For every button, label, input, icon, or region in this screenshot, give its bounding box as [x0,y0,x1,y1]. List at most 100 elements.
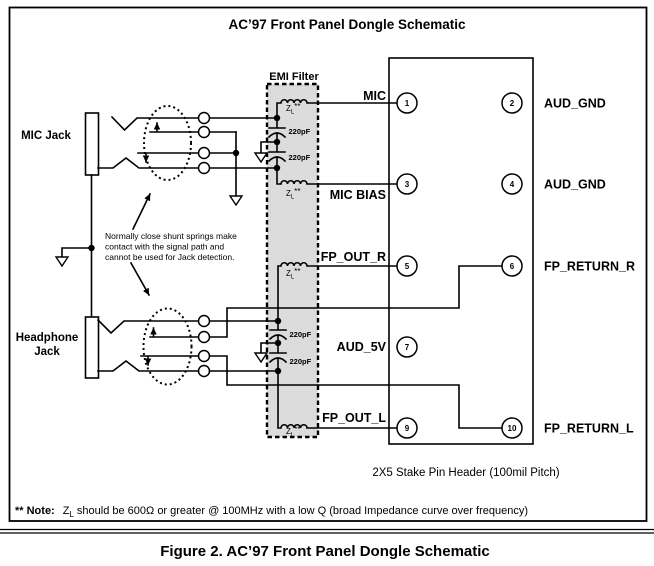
emi-filter-block: EMI Filter [265,71,320,439]
signal-label-aud-gnd-1: AUD_GND [544,97,606,111]
capacitor-2 [267,141,287,169]
caption-divider [0,528,654,534]
ground-icon [54,256,70,268]
pin-circle-9 [396,417,418,439]
filter-ground-wire [260,141,278,154]
emi-filter-label: EMI Filter [269,71,319,83]
ground-icon [228,195,244,207]
filter-ground-wire [260,342,279,354]
pin-circle-3 [396,173,418,195]
junction-dot [274,339,282,347]
schematic-border [8,6,648,522]
pin-number: 6 [510,262,515,271]
note-arrow-up-icon [131,192,152,231]
pin-circle-1 [396,92,418,114]
capacitor-1 [267,117,287,143]
pin-circle-2 [501,92,523,114]
contact-terminal [197,161,211,175]
emi-filter-box [265,82,320,439]
pin-header-pins: 1 2 3 4 5 6 7 9 10 [396,92,523,439]
hp-return-l-wire [208,355,503,429]
emi-filter-mic-section: ZL** ZL** 220pF 220pF [253,99,398,201]
contact-terminal [197,125,211,139]
headphone-jack: Headphone Jack [16,265,503,429]
hp-shunt-ellipse [142,307,193,386]
mic-jack: MIC Jack [21,105,278,318]
pin-circle-5 [396,255,418,277]
pin-circle-10 [501,417,523,439]
shunt-note-line1: Normally close shunt springs make [105,231,237,241]
pin-number: 4 [510,180,515,189]
junction-dot [273,114,281,122]
shunt-note: Normally close shunt springs make contac… [105,192,237,297]
jack-ground-wire [61,247,93,258]
hp-return-r-wire [208,265,503,338]
capacitor-3 [268,320,288,344]
mic-sleeve-contact-wire [97,156,200,169]
contact-terminal [197,330,211,344]
mic-tip-contact-wire [110,115,200,132]
signal-labels: MIC MIC BIAS FP_OUT_R AUD_5V FP_OUT_L AU… [321,89,635,436]
hp-sleeve-contact-wire [97,359,200,372]
headphone-jack-label2: Jack [34,346,60,358]
signal-label-mic: MIC [363,89,386,103]
hp-tip-contact-wire [96,318,200,335]
pin-circle-6 [501,255,523,277]
junction-dot [273,164,281,172]
inductor-value-label: ZL** [286,187,300,201]
capacitor-value-label: 220pF [289,127,311,136]
headphone-jack-label: Headphone [16,332,79,344]
junction-dot [232,149,240,157]
capacitor-4 [268,342,288,372]
pin-header-box [388,57,534,445]
pin-number: 3 [405,180,410,189]
pin-header-caption: 2X5 Stake Pin Header (100mil Pitch) [372,467,559,479]
pin-number: 9 [405,424,410,433]
shunt-note-line2: contact with the signal path and [105,242,224,252]
fp-out-r-inductor [277,262,398,322]
signal-label-aud-gnd-2: AUD_GND [544,178,606,192]
inductor-value-label: ZL** [286,267,300,281]
capacitor-value-label: 220pF [289,153,311,162]
junction-dot [88,244,95,252]
contact-terminal [197,111,211,125]
capacitor-value-label: 220pF [290,330,312,339]
mic-jack-body [84,112,100,176]
pin-number: 7 [405,343,410,352]
signal-label-fp-return-l: FP_RETURN_L [544,422,634,436]
signal-label-fp-out-l: FP_OUT_L [322,411,386,425]
inductor-value-label: ZL** [286,102,300,116]
mic-bias-inductor [276,167,398,185]
mic-inductor [276,99,398,119]
fp-out-l-inductor [277,370,398,429]
signal-label-fp-out-r: FP_OUT_R [321,250,386,264]
junction-dot [273,138,281,146]
mic-shunt-ellipse [143,105,192,181]
ground-icon [253,352,269,364]
ground-icon [253,152,269,164]
pin-number: 10 [508,424,517,433]
signal-label-fp-return-r: FP_RETURN_R [544,260,635,274]
note-arrow-down-icon [129,261,151,297]
capacitor-value-label: 220pF [290,357,312,366]
pin-circle-4 [501,173,523,195]
pin-number: 5 [405,262,410,271]
figure-caption: Figure 2. AC’97 Front Panel Dongle Schem… [160,543,490,560]
contact-terminal [197,349,211,363]
signal-label-aud-5v: AUD_5V [337,340,387,354]
junction-dot [274,367,282,375]
contact-terminal [197,146,211,160]
inductor-value-label: ZL** [286,425,300,439]
contact-terminal [197,314,211,328]
contact-terminal [197,364,211,378]
emi-filter-headphone-section: ZL** ZL** 220pF 220pF [253,262,398,439]
signal-label-mic-bias: MIC BIAS [330,188,386,202]
pin-number: 1 [405,99,410,108]
junction-dot [274,317,282,325]
headphone-jack-body [84,316,100,379]
pin-circle-7 [396,336,418,358]
mic-jack-label: MIC Jack [21,130,71,142]
